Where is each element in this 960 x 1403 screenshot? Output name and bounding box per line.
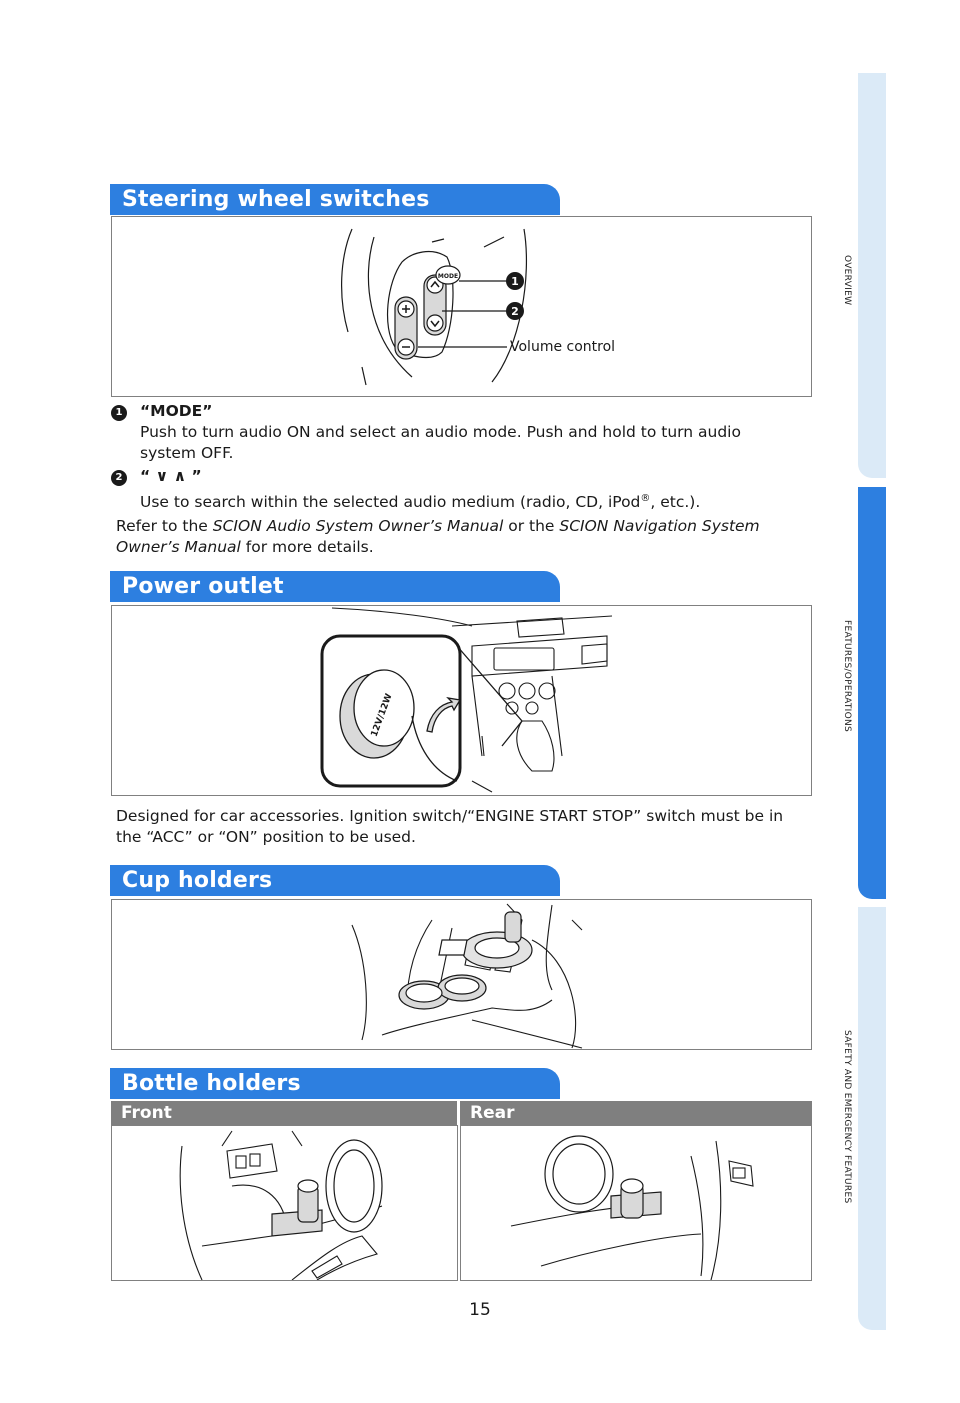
- callout-2-marker: [506, 302, 524, 320]
- bottle-rear-illustration: [510, 1135, 754, 1280]
- item-1-title: “MODE”: [140, 402, 213, 420]
- page-number: 15: [469, 1300, 491, 1320]
- refer-note: Refer to the SCION Audio System Owner’s …: [116, 517, 760, 556]
- power-outlet-description: Designed for car accessories. Ignition s…: [116, 807, 784, 846]
- section-title-steering: Steering wheel switches: [110, 184, 560, 215]
- power-outlet-illustration: 12V/12W: [320, 607, 613, 793]
- side-tab-safety[interactable]: [858, 907, 886, 1330]
- item-2-description: Use to search within the selected audio …: [140, 493, 701, 512]
- bottle-rear-illustration-panel: [460, 1125, 812, 1281]
- bottle-front-illustration-panel: [111, 1125, 458, 1281]
- cup-holders-illustration: [351, 903, 583, 1049]
- item-2-badge: 2: [111, 470, 127, 486]
- item-1-badge: 1: [111, 405, 127, 421]
- bottle-front-label: Front: [111, 1101, 457, 1125]
- steering-wheel-illustration: MODE 1 2: [341, 228, 527, 386]
- side-tab-features-label: FEATURES/OPERATIONS: [842, 620, 852, 733]
- item-2-title: “ ∨ ∧ ”: [140, 467, 202, 485]
- cup-holders-illustration-panel: [111, 899, 812, 1050]
- side-tab-safety-label: SAFETY AND EMERGENCY FEATURES: [842, 1030, 852, 1204]
- mode-button-label: MODE: [438, 273, 458, 280]
- side-tab-features-operations[interactable]: [858, 487, 886, 899]
- callout-1-marker: [506, 272, 524, 290]
- section-title-cup: Cup holders: [110, 865, 560, 896]
- side-tab-overview[interactable]: [858, 73, 886, 478]
- item-1-description: Push to turn audio ON and select an audi…: [140, 423, 741, 462]
- side-tab-overview-label: OVERVIEW: [842, 255, 852, 306]
- steering-illustration-panel: MODE 1 2 Volume control: [111, 216, 812, 397]
- svg-text:2: 2: [511, 305, 519, 318]
- bottle-rear-label: Rear: [460, 1101, 812, 1125]
- volume-control-label: Volume control: [510, 339, 616, 355]
- power-outlet-illustration-panel: 12V/12W: [111, 605, 812, 796]
- svg-text:1: 1: [511, 275, 519, 288]
- section-title-bottle: Bottle holders: [110, 1068, 560, 1099]
- section-title-power: Power outlet: [110, 571, 560, 602]
- bottle-front-illustration: [179, 1130, 383, 1280]
